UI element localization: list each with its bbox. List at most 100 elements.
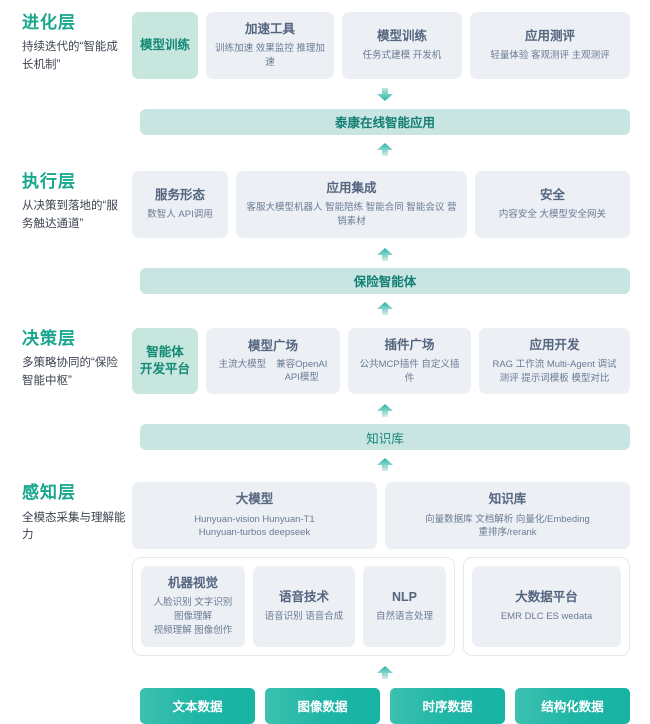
chip-image-data[interactable]: 图像数据 (265, 687, 380, 724)
card-subtitle-col1: 主流大模型 (218, 358, 267, 370)
card-title: 应用测评 (524, 28, 575, 43)
perception-data-group: 大数据平台 EMR DLC ES wedata (463, 557, 630, 656)
arrow-up-icon (376, 665, 394, 679)
arrow-up-to-bar-3 (140, 402, 630, 418)
card-subtitle: 人脸识别 文字识别 图像理解 视频理解 图像创作 (153, 597, 233, 636)
chip-timeseries-data[interactable]: 时序数据 (390, 687, 505, 724)
perception-top-row: 大模型 Hunyuan-vision Hunyuan-T1 Hunyuan-tu… (132, 482, 630, 550)
perception-capability-group: 机器视觉 人脸识别 文字识别 图像理解 视频理解 图像创作 语音技术 语音识别 … (132, 557, 455, 656)
layer-execution-label: 执行层 从决策到落地的“服务触达通道” (0, 171, 132, 234)
arrow-down-to-bar-1 (140, 87, 630, 103)
layer-execution: 执行层 从决策到落地的“服务触达通道” 服务形态 数智人 API调用 应用集成 … (0, 170, 650, 238)
arrow-down-icon (376, 87, 394, 102)
card-title: 语音技术 (278, 589, 329, 604)
layer-evolution-label: 进化层 持续迭代的“智能成长机制” (0, 12, 132, 75)
card-big-data-platform[interactable]: 大数据平台 EMR DLC ES wedata (472, 566, 621, 647)
card-subtitle: 客服大模型机器人 智能陪练 智能合同 智能会议 营销素材 (246, 202, 457, 227)
card-subtitle: 内容安全 大模型安全网关 (498, 208, 607, 220)
layer-perception-desc: 全模态采集与理解能力 (22, 511, 126, 542)
layer-evolution: 进化层 持续迭代的“智能成长机制” 模型训练 加速工具 训练加速 效果监控 推理… (0, 12, 650, 79)
arrow-up-from-bar-1 (140, 141, 630, 157)
card-plugin-square[interactable]: 插件广场 公共MCP插件 自定义插件 (348, 327, 471, 395)
data-source-chip-row: 文本数据 图像数据 时序数据 结构化数据 (0, 687, 650, 724)
card-subtitle: 语音识别 语音合成 (264, 611, 344, 623)
card-knowledge-base[interactable]: 知识库 向量数据库 文档解析 向量化/Embeding 重排序/rerank (385, 482, 630, 550)
card-title: 安全 (539, 187, 565, 202)
card-application-integration[interactable]: 应用集成 客服大模型机器人 智能陪练 智能合同 智能会议 营销素材 (236, 170, 467, 238)
layer-decision: 决策层 多策略协同的“保险智能中枢” 智能体 开发平台 模型广场 主流大模型 兼… (0, 327, 650, 395)
card-subtitle: 向量数据库 文档解析 向量化/Embeding 重排序/rerank (425, 513, 590, 539)
arrow-up-to-bar-2 (140, 246, 630, 262)
card-subtitle: 训练加速 效果监控 推理加速 (215, 43, 325, 69)
card-machine-vision[interactable]: 机器视觉 人脸识别 文字识别 图像理解 视频理解 图像创作 (141, 566, 245, 647)
card-speech-technology[interactable]: 语音技术 语音识别 语音合成 (253, 566, 355, 647)
card-application-development[interactable]: 应用开发 RAG 工作流 Multi-Agent 调试 测评 提示词模板 模型对… (479, 327, 630, 395)
arrow-up-icon (376, 403, 394, 418)
card-model-training-accent[interactable]: 模型训练 (132, 12, 198, 79)
card-title: 模型广场 (247, 338, 298, 353)
card-title: 大模型 (235, 492, 274, 507)
arrow-up-to-perception (140, 664, 630, 680)
card-subtitle: 自然语言处理 (375, 611, 433, 623)
card-large-model[interactable]: 大模型 Hunyuan-vision Hunyuan-T1 Hunyuan-tu… (132, 482, 377, 550)
chip-label: 文本数据 (172, 700, 223, 715)
card-subtitle-col2: 兼容OpenAI API模型 (276, 358, 328, 383)
card-subtitle: 公共MCP插件 自定义插件 (359, 358, 460, 384)
card-service-form[interactable]: 服务形态 数智人 API调用 (132, 170, 228, 238)
card-security[interactable]: 安全 内容安全 大模型安全网关 (475, 170, 630, 238)
bar-knowledge-base[interactable]: 知识库 (140, 424, 630, 451)
card-title: 应用开发 (529, 337, 580, 352)
chip-text-data[interactable]: 文本数据 (140, 687, 255, 724)
layer-evolution-desc: 持续迭代的“智能成长机制” (22, 41, 118, 72)
arrow-up-icon (376, 301, 394, 315)
card-title: 服务形态 (154, 187, 205, 202)
bar-label: 知识库 (366, 431, 404, 446)
card-title: 大数据平台 (515, 589, 578, 604)
card-subtitle: Hunyuan-vision Hunyuan-T1 Hunyuan-turbos… (194, 513, 315, 539)
bar-insurance-agent[interactable]: 保险智能体 (140, 267, 630, 294)
arrow-up-icon (376, 142, 394, 156)
card-application-evaluation[interactable]: 应用测评 轻量体验 客观测评 主观测评 (470, 12, 630, 79)
layer-execution-title: 执行层 (22, 171, 76, 191)
layer-perception-label: 感知层 全模态采集与理解能力 (0, 482, 132, 545)
card-title: 智能体 开发平台 (140, 345, 191, 376)
chip-label: 结构化数据 (541, 700, 604, 715)
arrow-up-icon (376, 247, 394, 261)
card-subtitle: EMR DLC ES wedata (500, 611, 593, 623)
layer-evolution-title: 进化层 (22, 13, 76, 32)
arrow-up-from-bar-2 (140, 300, 630, 316)
chip-structured-data[interactable]: 结构化数据 (515, 687, 630, 724)
evolution-card-row: 模型训练 加速工具 训练加速 效果监控 推理加速 模型训练 任务式建模 开发机 … (132, 12, 630, 79)
card-model-training[interactable]: 模型训练 任务式建模 开发机 (342, 12, 462, 79)
layer-decision-content: 智能体 开发平台 模型广场 主流大模型 兼容OpenAI API模型 插件广场 … (132, 327, 650, 395)
layer-execution-desc: 从决策到落地的“服务触达通道” (22, 200, 118, 230)
layer-evolution-content: 模型训练 加速工具 训练加速 效果监控 推理加速 模型训练 任务式建模 开发机 … (132, 12, 650, 79)
decision-card-row: 智能体 开发平台 模型广场 主流大模型 兼容OpenAI API模型 插件广场 … (132, 327, 630, 395)
bar-label: 泰康在线智能应用 (334, 116, 435, 131)
arrow-up-icon (376, 457, 394, 472)
connector-group-2: 保险智能体 (0, 238, 650, 316)
card-title: NLP (392, 589, 417, 604)
bar-label: 保险智能体 (353, 275, 417, 290)
layer-perception-title: 感知层 (22, 483, 76, 503)
card-title: 模型训练 (376, 28, 427, 43)
card-subtitle-columns: 主流大模型 兼容OpenAI API模型 (219, 359, 328, 385)
connector-group-bottom (0, 656, 650, 680)
layer-decision-desc: 多策略协同的“保险智能中枢” (22, 356, 118, 387)
card-title: 应用集成 (326, 180, 377, 195)
layer-decision-title: 决策层 (22, 328, 76, 348)
card-title: 加速工具 (244, 22, 295, 36)
card-acceleration-tools[interactable]: 加速工具 训练加速 效果监控 推理加速 (206, 12, 334, 79)
connector-group-3: 知识库 (0, 394, 650, 472)
card-subtitle: 数智人 API调用 (147, 208, 213, 220)
card-subtitle: 轻量体验 客观测评 主观测评 (490, 50, 610, 62)
card-agent-dev-platform[interactable]: 智能体 开发平台 (132, 327, 198, 395)
chip-label: 时序数据 (422, 700, 473, 715)
layer-execution-content: 服务形态 数智人 API调用 应用集成 客服大模型机器人 智能陪练 智能合同 智… (132, 170, 650, 238)
card-model-square[interactable]: 模型广场 主流大模型 兼容OpenAI API模型 (206, 327, 340, 395)
card-title: 插件广场 (384, 337, 435, 352)
arrow-up-from-bar-3 (140, 456, 630, 472)
card-nlp[interactable]: NLP 自然语言处理 (363, 566, 446, 647)
bar-taikang-online-ai-application[interactable]: 泰康在线智能应用 (140, 108, 630, 135)
execution-card-row: 服务形态 数智人 API调用 应用集成 客服大模型机器人 智能陪练 智能合同 智… (132, 170, 630, 238)
